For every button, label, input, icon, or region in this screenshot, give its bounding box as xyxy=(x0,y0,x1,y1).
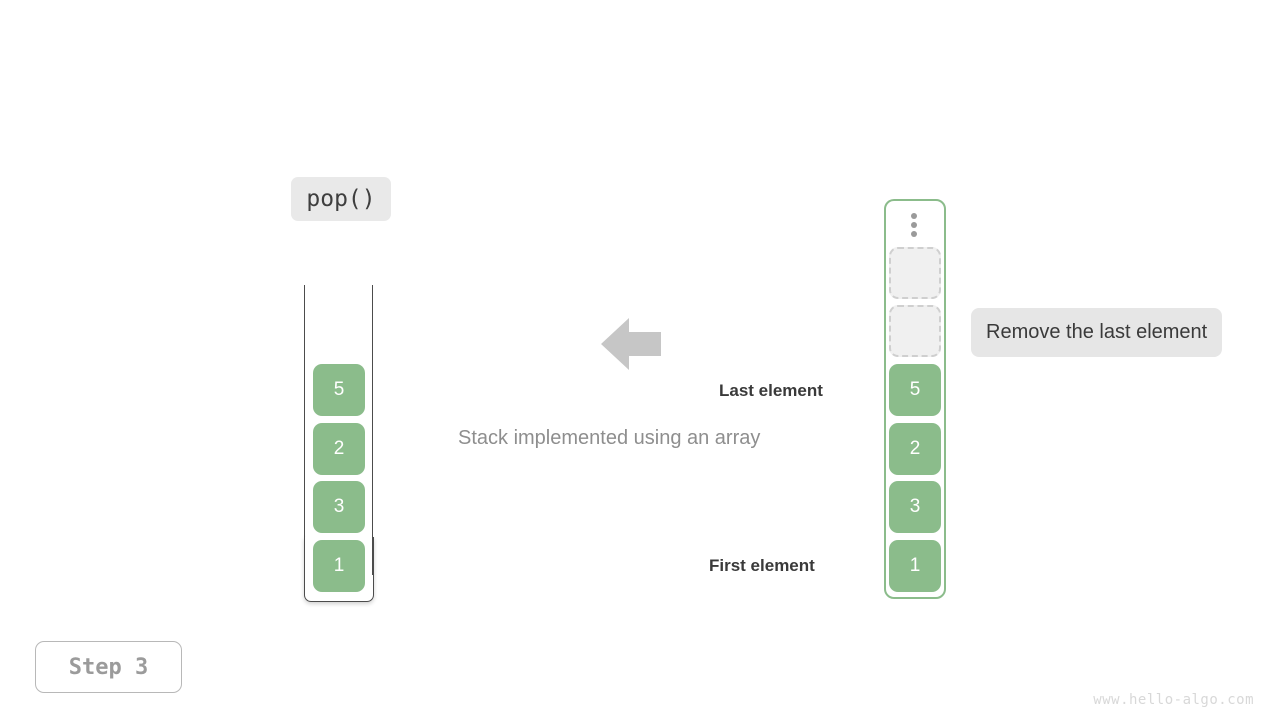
stack-cell: 2 xyxy=(313,423,365,475)
stack-cell: 3 xyxy=(313,481,365,533)
array-cell: 3 xyxy=(889,481,941,533)
array-empty-slot xyxy=(889,247,941,299)
arrow-left-icon xyxy=(601,318,661,370)
array-cell: 2 xyxy=(889,423,941,475)
ellipsis-dot xyxy=(910,213,917,219)
stack-floor-mask xyxy=(305,535,373,543)
stack-wall-right xyxy=(372,285,374,575)
array-empty-slot xyxy=(889,305,941,357)
diagram-caption: Stack implemented using an array xyxy=(458,427,761,449)
vertical-ellipsis-icon xyxy=(910,213,917,237)
watermark: www.hello-algo.com xyxy=(1093,692,1254,708)
operation-label: pop() xyxy=(291,177,391,221)
stack-container xyxy=(304,285,374,602)
first-element-label: First element xyxy=(709,556,815,575)
last-element-label: Last element xyxy=(719,381,823,400)
stack-floor xyxy=(304,537,374,602)
ellipsis-dot xyxy=(910,231,917,237)
array-cell: 5 xyxy=(889,364,941,416)
ellipsis-dot xyxy=(910,222,917,228)
step-badge: Step 3 xyxy=(35,641,182,693)
stack-wall-left xyxy=(304,285,305,575)
stack-cell: 1 xyxy=(313,540,365,592)
stack-cell: 5 xyxy=(313,364,365,416)
hint-chip: Remove the last element xyxy=(971,308,1223,357)
array-cell: 1 xyxy=(889,540,941,592)
